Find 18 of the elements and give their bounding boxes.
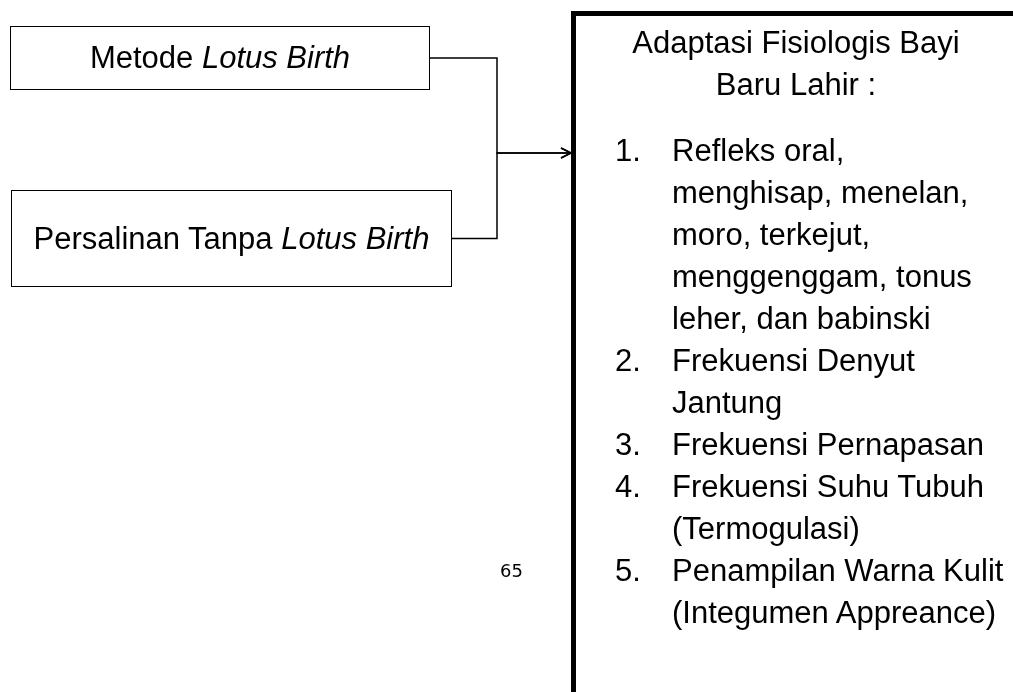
process-box: [10, 26, 430, 90]
list-number: 3.: [615, 426, 642, 464]
list-number: 2.: [615, 342, 642, 380]
list-item-text: Refleks oral, menghisap, menelan, moro, terkejut, menggenggam, tonus leher, dan babinski: [672, 132, 973, 338]
list-item-text: Frekuensi Pernapasan: [672, 426, 985, 464]
list-number: 1.: [615, 132, 642, 170]
list-item-text: Frekuensi Suhu Tubuh (Termogulasi): [672, 468, 985, 548]
box-heading: Adaptasi Fisiologis Bayi Baru Lahir :: [631, 24, 961, 104]
list-number: 5.: [615, 552, 642, 590]
list-item-text: Penampilan Warna Kulit (Integumen Appreance): [672, 552, 1005, 632]
box-label: Metode Lotus Birth: [89, 39, 351, 77]
list-item-text: Frekuensi Denyut Jantung: [672, 342, 916, 422]
list-number: 4.: [615, 468, 642, 506]
process-box: [11, 190, 452, 287]
box-label: Persalinan Tanpa Lotus Birth: [33, 219, 430, 258]
page-number: 65: [500, 560, 523, 581]
connector-arrow: [451, 147, 572, 240]
list-box: [571, 11, 1013, 692]
